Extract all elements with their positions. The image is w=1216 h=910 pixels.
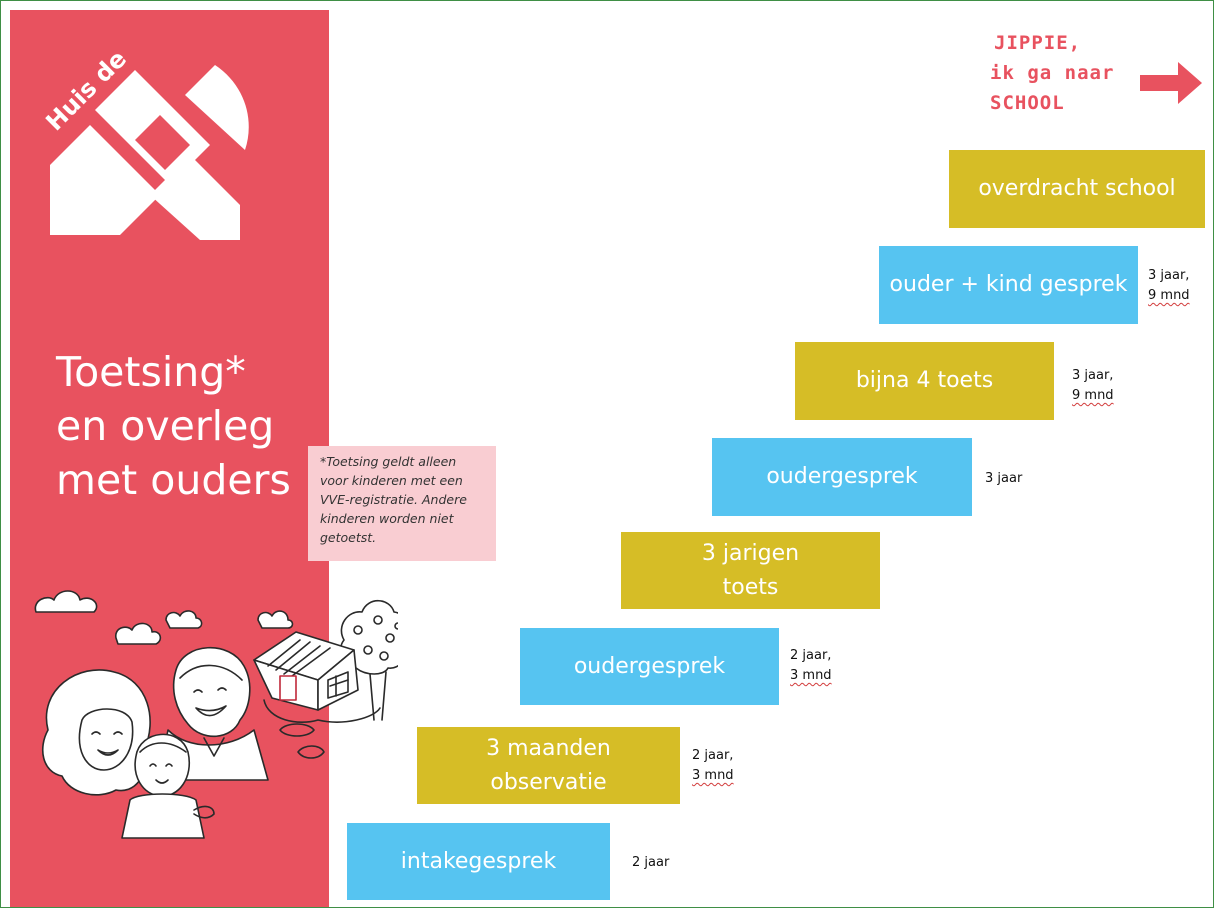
step-label: overdracht school xyxy=(978,176,1176,201)
step-box: bijna 4 toets xyxy=(795,342,1054,420)
jippie-line: ik ga naar xyxy=(990,62,1115,84)
vve-footnote: *Toetsing geldt alleen voor kinderen met… xyxy=(308,446,496,561)
jippie-heading: JIPPIE, ik ga naar SCHOOL xyxy=(990,28,1140,118)
step-label: oudergesprek xyxy=(766,464,918,489)
step-label: ouder + kind gesprek xyxy=(889,272,1128,297)
step-age: 2 jaar, 3 mnd xyxy=(692,746,734,786)
step-age: 3 jaar, 9 mnd xyxy=(1148,266,1190,306)
step-box: oudergesprek xyxy=(520,628,779,705)
step-label: intakegesprek xyxy=(400,848,557,874)
step-label: 3 jarigen toets xyxy=(701,540,800,600)
jippie-line: SCHOOL xyxy=(990,92,1065,114)
step-box: 3 jarigen toets xyxy=(621,532,880,609)
step-label: oudergesprek xyxy=(573,653,726,679)
step-age: 2 jaar xyxy=(632,853,669,873)
title-line: Toetsing* xyxy=(56,348,246,396)
step-label: 3 maanden observatie xyxy=(486,735,611,795)
step-box: 3 maanden observatie xyxy=(417,727,680,804)
family-house-illustration xyxy=(34,590,398,839)
title-line: met ouders xyxy=(56,456,291,504)
step-box: overdracht school xyxy=(949,150,1205,228)
step-age-line: 2 jaar, xyxy=(692,748,734,763)
step-age-line: 2 jaar, xyxy=(790,648,832,663)
step-box: intakegesprek xyxy=(347,823,610,900)
title-line: en overleg xyxy=(56,402,275,450)
jippie-line: JIPPIE, xyxy=(994,32,1082,54)
step-box: oudergesprek xyxy=(712,438,972,516)
step-age: 3 jaar xyxy=(985,469,1022,489)
step-age-line: 3 jaar, xyxy=(1072,368,1114,383)
step-age: 3 jaar, 9 mnd xyxy=(1072,366,1114,406)
step-age-line: 9 mnd xyxy=(1148,288,1190,303)
step-age-line: 3 mnd xyxy=(692,768,734,783)
step-age-line: 2 jaar xyxy=(632,855,670,870)
step-age: 2 jaar, 3 mnd xyxy=(790,646,832,686)
step-age-line: 3 jaar, xyxy=(1148,268,1190,283)
step-label: bijna 4 toets xyxy=(855,368,994,393)
sidebar-title: Toetsing* en overleg met ouders xyxy=(56,345,326,507)
step-age-line: 9 mnd xyxy=(1072,388,1114,403)
step-age-line: 3 mnd xyxy=(790,668,832,683)
arrow-right-icon xyxy=(1140,62,1202,104)
step-age-line: 3 jaar xyxy=(985,471,1023,486)
huis-de-b-logo: Huis de xyxy=(40,45,249,240)
step-box: ouder + kind gesprek xyxy=(879,246,1138,324)
